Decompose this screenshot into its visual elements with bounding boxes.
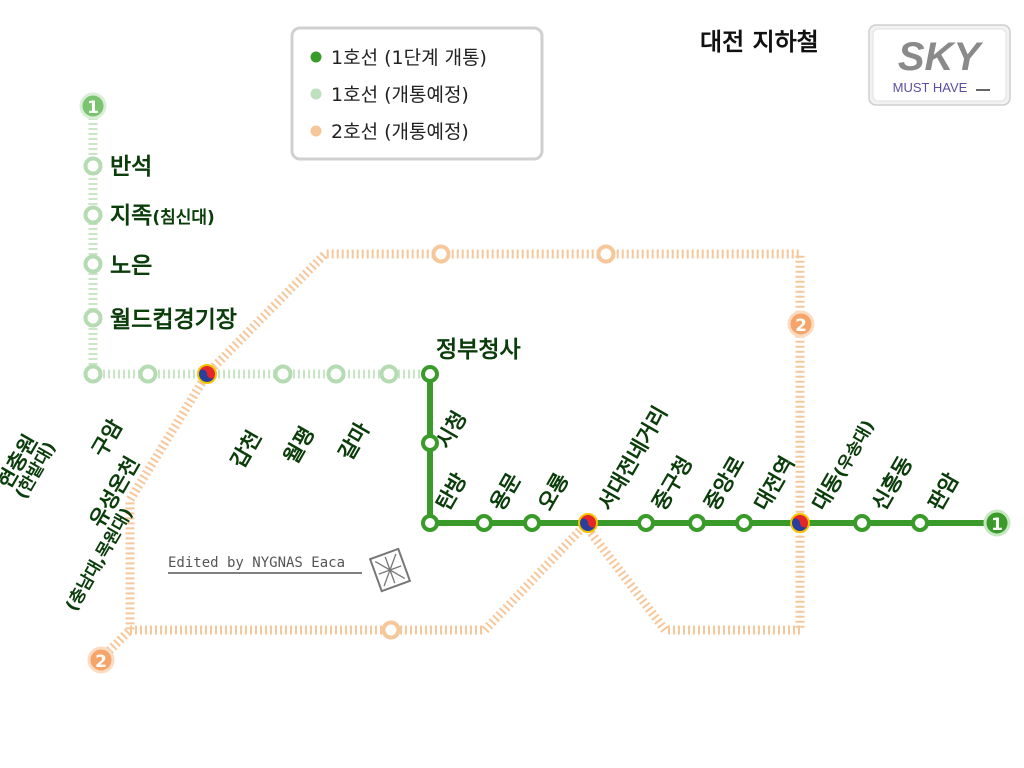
station-marker-banseok[interactable] bbox=[83, 156, 103, 176]
station-label-noeun: 노은 bbox=[110, 253, 152, 279]
line2-badge-right: 2 bbox=[787, 310, 815, 338]
station-label-tanbang: 탄방 bbox=[432, 469, 472, 514]
line2-badge-left: 2 bbox=[87, 646, 115, 674]
station-label-panam: 판암 bbox=[924, 469, 964, 514]
station-marker-gapcheon[interactable] bbox=[273, 364, 293, 384]
transfer-yuseong-icon[interactable] bbox=[197, 364, 217, 384]
legend: 1호선 (1단계 개통) 1호선 (개통예정) 2호선 (개통예정) bbox=[290, 26, 544, 161]
legend-label-line2-planned: 2호선 (개통예정) bbox=[331, 121, 469, 143]
station-label-worldcup: 월드컵경기장 bbox=[110, 307, 237, 333]
station-marker-jijok[interactable] bbox=[83, 205, 103, 225]
station-marker-oryong[interactable] bbox=[523, 514, 541, 532]
transfer-daejeon-icon[interactable] bbox=[790, 513, 810, 533]
station-label-oryong: 오룡 bbox=[534, 469, 574, 514]
map-title: 대전 지하철 bbox=[700, 28, 819, 56]
credit-text: Edited by NYGNAS Eaca bbox=[168, 555, 345, 571]
station-marker-jeongbu[interactable] bbox=[421, 365, 439, 383]
station-label-guam: 구암 bbox=[87, 416, 127, 461]
station-marker-line2-top-b[interactable] bbox=[596, 244, 616, 264]
svg-text:1: 1 bbox=[87, 98, 99, 118]
station-marker-yongmun[interactable] bbox=[475, 514, 493, 532]
station-marker-junggu[interactable] bbox=[637, 514, 655, 532]
station-label-sinheung: 신흥동 bbox=[868, 452, 918, 514]
station-label-jeongbu: 정부청사 bbox=[436, 337, 521, 363]
legend-swatch-line1-open bbox=[310, 51, 322, 63]
station-marker-tanbang[interactable] bbox=[421, 514, 439, 532]
station-marker-wolpyeong[interactable] bbox=[326, 364, 346, 384]
station-marker-line2-bottom[interactable] bbox=[381, 620, 401, 640]
credit-stamp-icon bbox=[368, 547, 412, 593]
line1-badge-end: 1 bbox=[983, 509, 1011, 537]
sky-logo-main: SKY bbox=[898, 35, 984, 79]
station-label-yongmun: 용문 bbox=[486, 469, 526, 514]
station-marker-guam[interactable] bbox=[138, 364, 158, 384]
station-label-daejeon: 대전역 bbox=[750, 452, 800, 514]
svg-text:1: 1 bbox=[991, 515, 1003, 535]
station-markers bbox=[83, 156, 929, 640]
legend-box bbox=[290, 26, 544, 161]
sky-logo: SKY MUST HAVE bbox=[868, 24, 1011, 106]
station-marker-worldcup[interactable] bbox=[83, 308, 103, 328]
station-label-wolpyeong: 월평 bbox=[279, 423, 319, 468]
station-marker-galma[interactable] bbox=[379, 364, 399, 384]
station-label-jungang: 중앙로 bbox=[700, 452, 750, 514]
station-marker-hyeonchungwon[interactable] bbox=[83, 364, 103, 384]
station-marker-daejeon-approach[interactable] bbox=[735, 514, 753, 532]
station-label-banseok: 반석 bbox=[110, 154, 152, 180]
station-marker-sinheung[interactable] bbox=[911, 514, 929, 532]
legend-label-line1-open: 1호선 (1단계 개통) bbox=[331, 47, 487, 69]
transfer-seodaejeon-icon[interactable] bbox=[578, 513, 598, 533]
station-marker-jungang[interactable] bbox=[688, 514, 706, 532]
legend-swatch-line1-planned bbox=[310, 88, 322, 100]
line2-route bbox=[96, 249, 805, 664]
station-marker-noeun[interactable] bbox=[83, 254, 103, 274]
line1-badge-top: 1 bbox=[79, 92, 107, 120]
station-label-jijok: 지족(침신대) bbox=[110, 203, 215, 229]
station-label-galma: 갈마 bbox=[334, 418, 374, 464]
station-marker-sicheong[interactable] bbox=[421, 434, 439, 452]
svg-text:2: 2 bbox=[795, 316, 807, 336]
sky-logo-sub: MUST HAVE bbox=[893, 80, 968, 95]
credit: Edited by NYGNAS Eaca bbox=[168, 547, 412, 593]
legend-label-line1-planned: 1호선 (개통예정) bbox=[331, 84, 469, 106]
station-label-gapcheon: 갑천 bbox=[226, 427, 266, 472]
svg-text:2: 2 bbox=[95, 652, 107, 672]
station-label-junggu: 중구청 bbox=[648, 452, 698, 514]
station-marker-daedong[interactable] bbox=[853, 514, 871, 532]
station-marker-line2-top-a[interactable] bbox=[431, 244, 451, 264]
legend-swatch-line2-planned bbox=[310, 125, 322, 137]
